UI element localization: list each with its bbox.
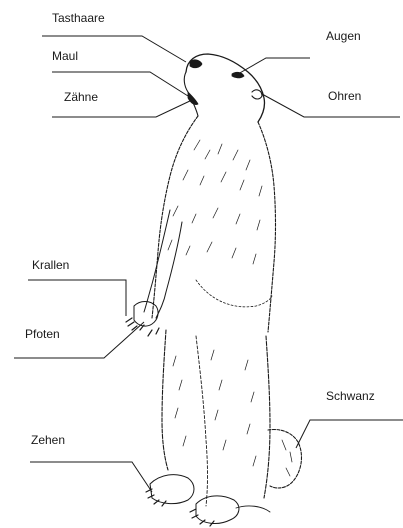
marmot-mouth [188, 92, 198, 105]
marmot-hind-leg-right [264, 336, 270, 498]
marmot-arm [144, 210, 170, 312]
label-whiskers: Tasthaare [52, 11, 105, 25]
leader-tail [296, 420, 403, 448]
label-tail: Schwanz [326, 389, 375, 403]
label-paws: Pfoten [25, 327, 60, 341]
marmot-nose [190, 60, 202, 68]
label-toes: Zehen [31, 433, 65, 447]
marmot-tail [268, 430, 301, 489]
marmot-toes [146, 489, 166, 506]
leader-toes [30, 462, 152, 492]
marmot-hind-leg-left [162, 330, 168, 470]
leader-claws [28, 280, 126, 316]
label-mouth: Maul [52, 49, 78, 63]
marmot-body-left [152, 116, 198, 318]
leader-eyes [238, 58, 310, 74]
label-eyes: Augen [326, 29, 361, 43]
marmot-foot-left [150, 475, 194, 504]
marmot-foot-right [196, 496, 239, 524]
marmot-belly [196, 280, 272, 307]
label-teeth: Zähne [64, 90, 98, 104]
label-claws: Krallen [32, 258, 69, 272]
marmot-eye [232, 72, 244, 78]
marmot-ear [252, 90, 262, 99]
label-ears: Ohren [328, 89, 361, 103]
marmot-body-right [258, 122, 276, 332]
